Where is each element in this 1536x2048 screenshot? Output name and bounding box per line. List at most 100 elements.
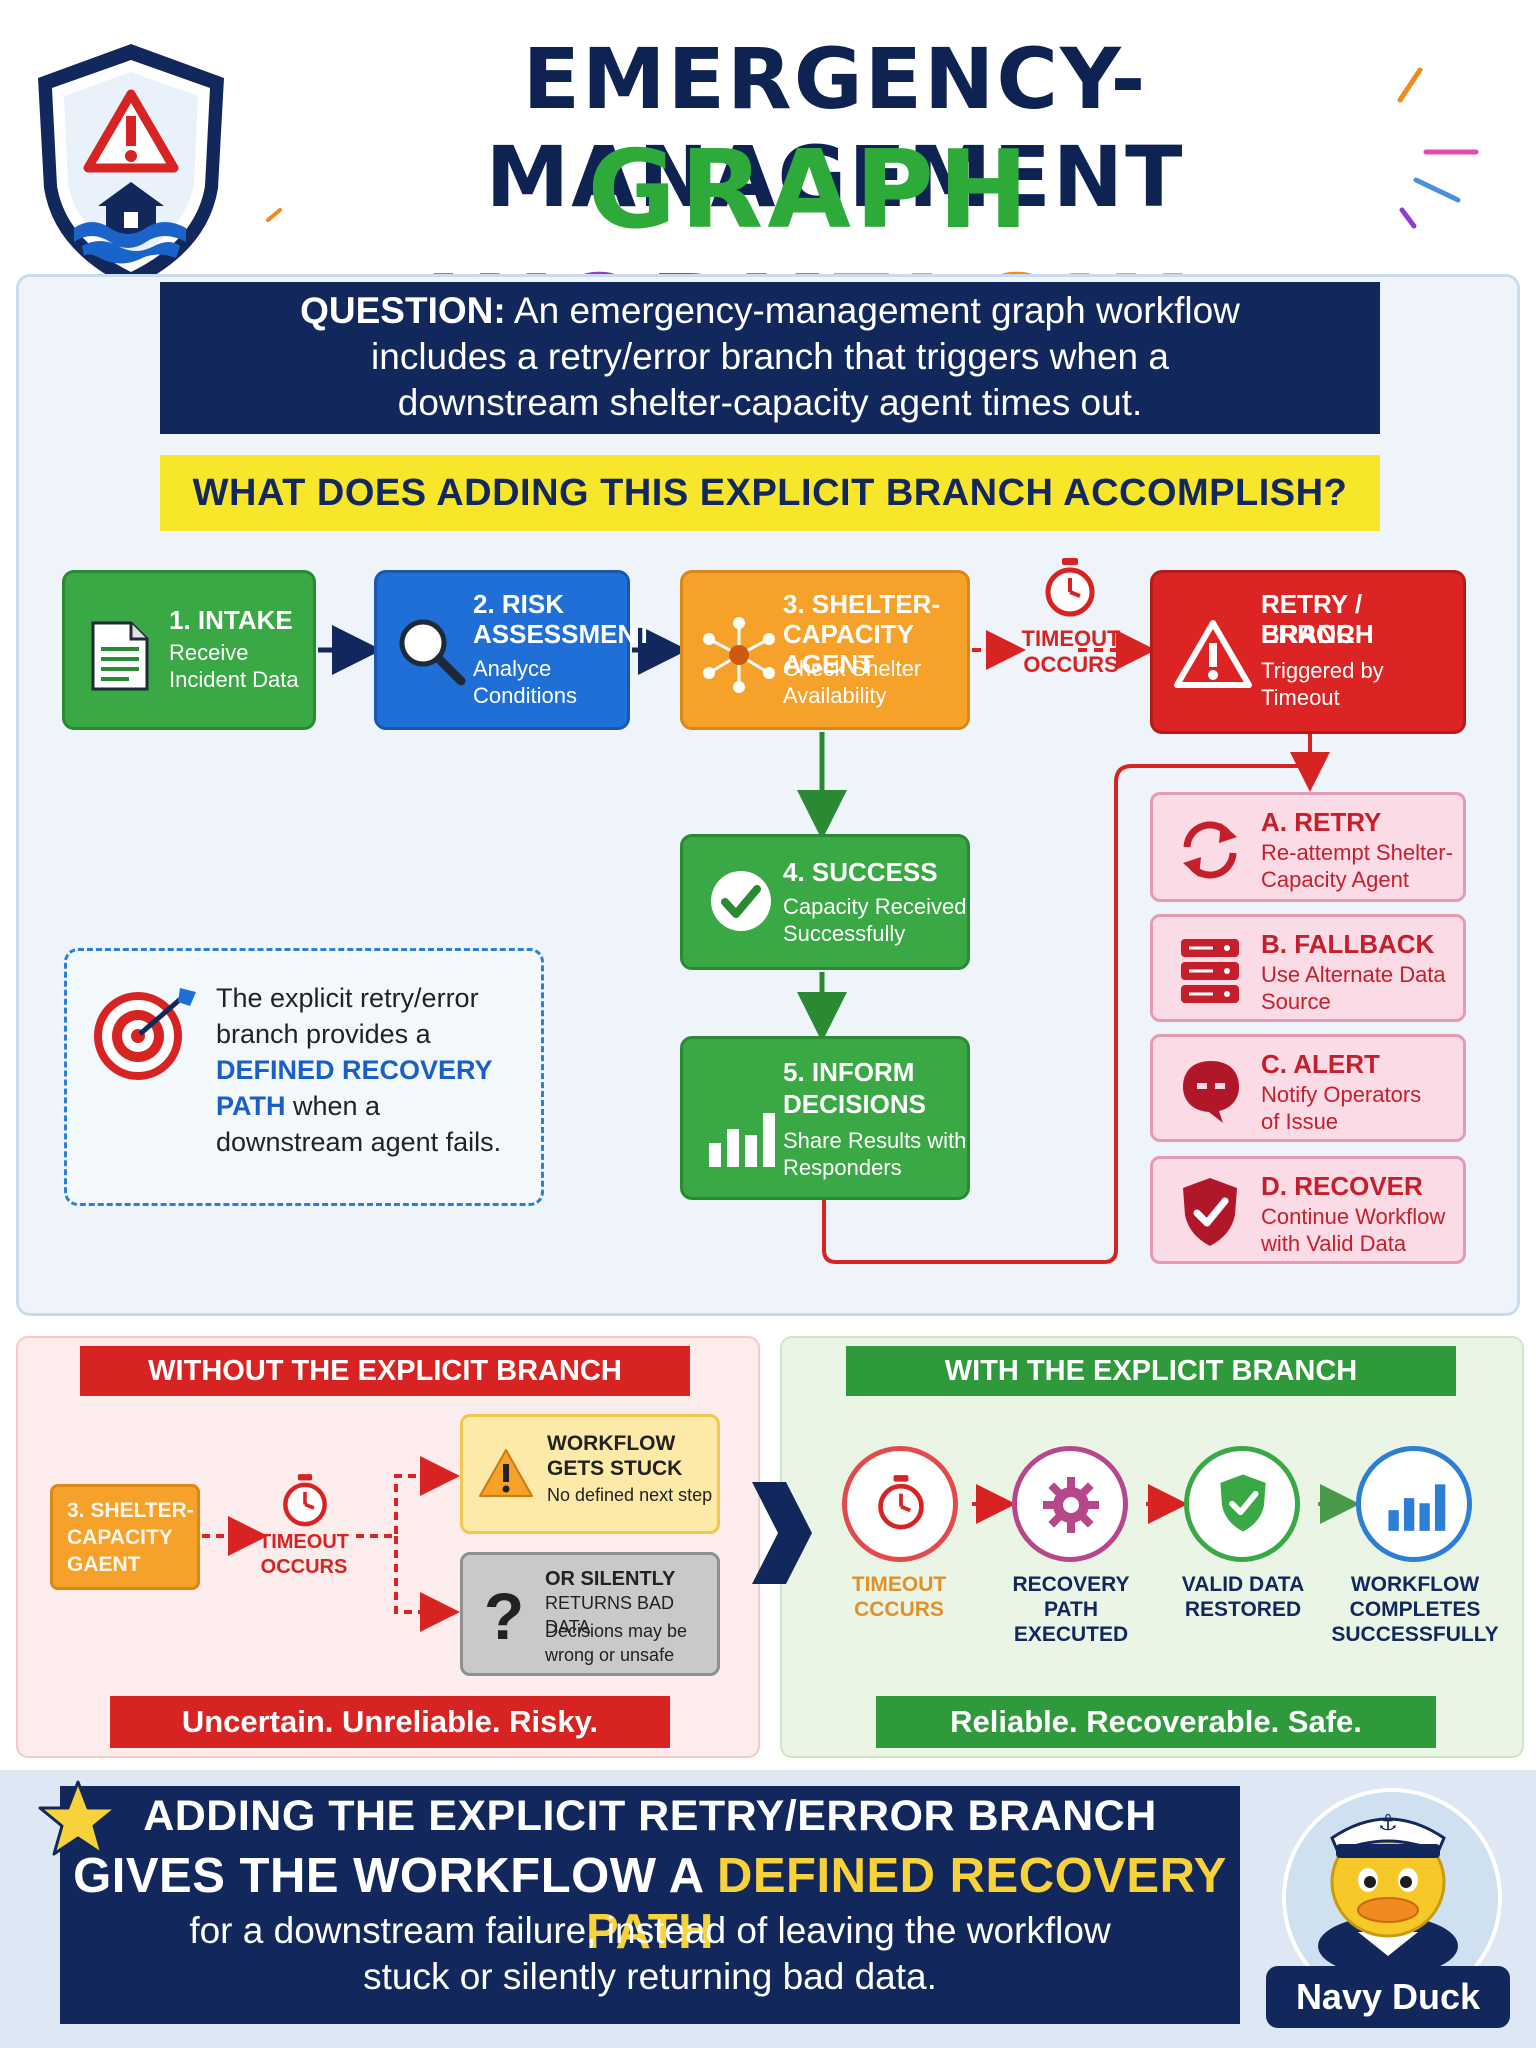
risk-title-1: 2. RISK <box>473 589 565 619</box>
with-timeout-circle <box>842 1446 958 1562</box>
retry-branch-desc-1: Triggered by <box>1261 658 1384 683</box>
node-inform-decisions: 5. INFORM DECISIONS Share Results with R… <box>680 1036 970 1200</box>
step-alert: C. ALERT Notify Operators of Issue <box>1150 1034 1466 1142</box>
note-text-1: The explicit retry/error branch provides… <box>216 983 479 1049</box>
sparkle-lines-decoration <box>1397 67 1479 229</box>
shelter-desc-1: Check Shelter <box>783 656 922 681</box>
success-title: 4. SUCCESS <box>783 857 938 887</box>
note-highlight: DEFINED RECOVERY PATH <box>216 1055 493 1121</box>
with-step-1-line-1: TIMEOUT <box>851 1573 947 1596</box>
stuck-warning-icon <box>479 1449 533 1497</box>
navy-duck-mascot-icon: ⚓ <box>1318 1811 1458 1976</box>
conclusion-box <box>60 1786 1240 2024</box>
timer-icon <box>878 1475 924 1530</box>
risk-title-2: ASSESSMENT <box>473 619 653 649</box>
recovery-note-text: The explicit retry/error branch provides… <box>216 980 526 1160</box>
with-step-valid-label: VALID DATA RESTORED <box>1158 1572 1328 1622</box>
with-step-3-line-1: VALID DATA <box>1181 1573 1305 1596</box>
conclusion-line-2: GIVES THE WORKFLOW A DEFINED RECOVERY PA… <box>60 1848 1240 1960</box>
step-retry-title: A. RETRY <box>1261 807 1382 837</box>
without-stopwatch-icon <box>283 1474 327 1527</box>
step-recover-title: D. RECOVER <box>1261 1171 1423 1201</box>
risk-desc-1: Analyce <box>473 656 552 681</box>
with-branch-connectors <box>972 1484 1360 1524</box>
workflow-stuck-box: WORKFLOW GETS STUCK No defined next step <box>460 1414 720 1534</box>
bad-data-title-1: OR SILENTLY <box>545 1568 676 1590</box>
without-agent-node: 3. SHELTER- CAPACITY GAENT <box>50 1484 200 1590</box>
magnifier-icon <box>399 619 466 686</box>
without-agent-label: 3. SHELTER- CAPACITY GAENT <box>67 1497 194 1578</box>
stuck-desc: No defined next step <box>547 1485 713 1505</box>
svg-text:⚓: ⚓ <box>1378 1811 1398 1836</box>
with-step-2-line-2: PATH <box>1043 1598 1099 1621</box>
question-line-2: includes a retry/error branch that trigg… <box>371 336 1169 377</box>
bad-data-title-2: RETURNS BAD DATA <box>545 1593 675 1637</box>
retry-branch-title-1: RETRY / ERROR <box>1261 589 1363 649</box>
without-timeout-line-2: OCCURS <box>260 1556 348 1578</box>
svg-text:?: ? <box>484 1581 524 1651</box>
shelter-title-2: CAPACITY AGENT <box>783 619 914 679</box>
step-recover-desc-1: Continue Workflow <box>1261 1204 1446 1229</box>
step-retry-desc-2: Capacity Agent <box>1261 867 1409 892</box>
without-timeout-label: TIMEOUT OCCURS <box>252 1530 356 1580</box>
mascot-label: Navy Duck <box>1266 1966 1510 2028</box>
stuck-title-1: WORKFLOW <box>547 1432 676 1455</box>
node-success: 4. SUCCESS Capacity Received Successfull… <box>680 834 970 970</box>
flood-warning-shield-icon <box>38 44 224 288</box>
with-step-complete-label: WORKFLOW COMPLETES SUCCESSFULLY <box>1330 1572 1500 1647</box>
question-label: QUESTION: <box>300 290 506 331</box>
conclusion-line-3: for a downstream failure, instead of lea… <box>189 1910 1111 1951</box>
success-desc-2: Successfully <box>783 921 906 946</box>
with-valid-data-circle <box>1184 1446 1300 1562</box>
step-fallback-desc-1: Use Alternate Data <box>1261 962 1446 987</box>
alert-bubble-icon <box>1183 1061 1239 1123</box>
without-agent-line-3: GAENT <box>67 1553 141 1576</box>
with-step-4-line-1: WORKFLOW <box>1350 1573 1480 1596</box>
step-fallback-title: B. FALLBACK <box>1261 929 1435 959</box>
inform-title-2: DECISIONS <box>783 1089 927 1119</box>
step-retry: A. RETRY Re-attempt Shelter- Capacity Ag… <box>1150 792 1466 902</box>
step-recover: D. RECOVER Continue Workflow with Valid … <box>1150 1156 1466 1264</box>
inform-desc-2: Responders <box>783 1155 902 1180</box>
chevron-right-icon <box>752 1482 812 1584</box>
step-alert-desc-1: Notify Operators <box>1261 1082 1422 1107</box>
bad-data-desc-1: Decisions may be <box>545 1621 688 1641</box>
gear-icon <box>1043 1477 1099 1533</box>
success-desc-1: Capacity Received <box>783 894 967 919</box>
growth-chart-icon <box>1388 1484 1446 1531</box>
with-step-4-line-2: COMPLETES <box>1349 1598 1481 1621</box>
warning-triangle-icon <box>1174 620 1252 688</box>
timeout-label: TIMEOUT OCCURS <box>1014 626 1128 678</box>
intake-title: 1. INTAKE <box>169 605 293 635</box>
title-line-1: EMERGENCY-MANAGEMENT <box>485 30 1185 226</box>
loop-line-recovery-to-inform <box>822 764 1310 1264</box>
shield-check-icon <box>1183 1178 1237 1246</box>
conclusion-highlight: DEFINED RECOVERY PATH <box>585 1849 1227 1959</box>
timeout-line-1: TIMEOUT <box>1021 626 1121 651</box>
shield-checkmark-icon <box>1220 1474 1266 1532</box>
note-text-2: when a downstream agent fails. <box>216 1091 502 1157</box>
conclusion-line-4: stuck or silently returning bad data. <box>363 1956 937 1997</box>
question-box: QUESTION: An emergency-management graph … <box>160 282 1380 434</box>
shelter-title-1: 3. SHELTER- <box>783 589 940 619</box>
step-alert-title: C. ALERT <box>1261 1049 1380 1079</box>
with-step-4-line-3: SUCCESSFULLY <box>1331 1623 1499 1646</box>
with-step-3-line-2: RESTORED <box>1184 1598 1302 1621</box>
stuck-title: WORKFLOW GETS STUCK <box>547 1431 682 1481</box>
checkmark-circle-icon <box>711 871 771 931</box>
with-recovery-circle <box>1012 1446 1128 1562</box>
with-branch-banner: WITH THE EXPLICIT BRANCH <box>846 1346 1456 1396</box>
with-branch-footer: Reliable. Recoverable. Safe. <box>876 1696 1436 1748</box>
conclusion-line-2-a: GIVES THE WORKFLOW A <box>73 1849 717 1903</box>
question-line-1: An emergency-management graph workflow <box>513 290 1240 331</box>
step-fallback-desc-2: Source <box>1261 989 1331 1014</box>
with-step-recovery-label: RECOVERY PATH EXECUTED <box>986 1572 1156 1647</box>
intake-desc-2: Incident Data <box>169 667 299 692</box>
risk-desc-2: Conditions <box>473 683 577 708</box>
bar-chart-icon <box>709 1113 775 1167</box>
step-recover-desc-2: with Valid Data <box>1261 1231 1407 1256</box>
network-icon <box>703 617 775 693</box>
question-line-3: downstream shelter-capacity agent times … <box>397 382 1143 423</box>
step-retry-desc-1: Re-attempt Shelter- <box>1261 840 1453 865</box>
inform-desc-1: Share Results with <box>783 1128 967 1153</box>
